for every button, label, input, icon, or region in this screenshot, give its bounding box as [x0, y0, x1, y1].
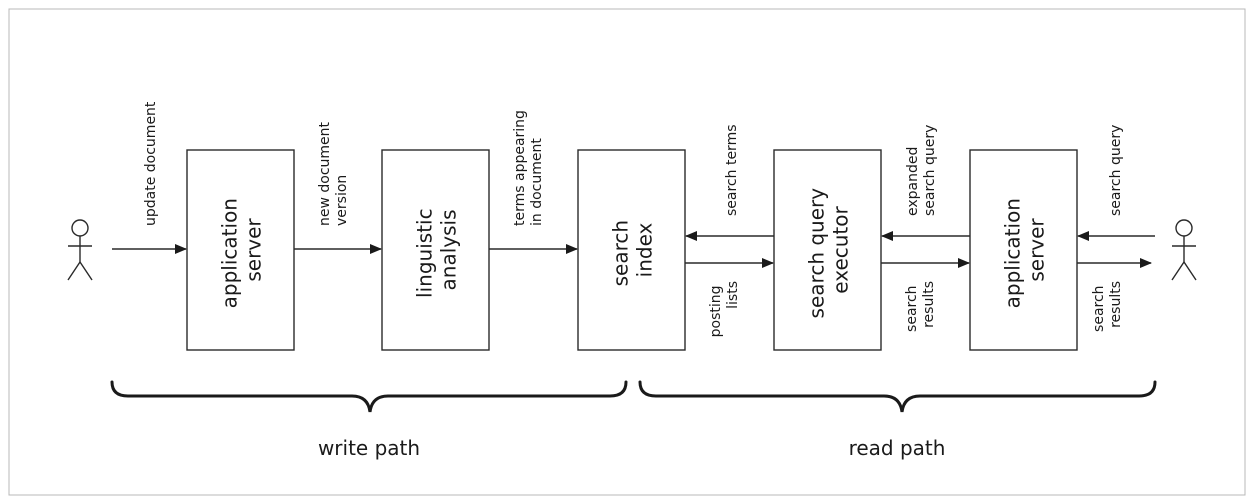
- search-query-executor-label: search query executor: [805, 182, 853, 319]
- search-query-executor-box: [773, 149, 882, 351]
- read-path-label: read path: [849, 436, 946, 460]
- search-index-box: [577, 149, 686, 351]
- new-document-version-label: new document version: [317, 118, 350, 226]
- application-server-right-label: application server: [1001, 192, 1049, 309]
- application-server-left-box: [186, 149, 295, 351]
- expanded-search-query-label: expanded search query: [905, 125, 938, 216]
- user-left-icon: [67, 219, 93, 281]
- read-path-brace: [638, 380, 1157, 413]
- search-terms-label: search terms: [724, 125, 740, 217]
- search-query-label: search query: [1108, 125, 1124, 216]
- linguistic-analysis-box: [381, 149, 490, 351]
- posting-lists-label: posting lists: [708, 281, 741, 337]
- write-path-label: write path: [318, 436, 420, 460]
- application-server-left-label: application server: [218, 192, 266, 309]
- search-results-right-label: search results: [1091, 281, 1124, 332]
- search-results-mid-label: search results: [904, 281, 937, 332]
- update-document-label: update document: [143, 101, 159, 226]
- terms-appearing-label: terms appearing in document: [512, 106, 545, 226]
- write-path-brace: [110, 380, 628, 413]
- user-right-icon: [1171, 219, 1197, 281]
- search-index-label: search index: [609, 214, 657, 287]
- linguistic-analysis-label: linguistic analysis: [413, 202, 461, 298]
- application-server-right-box: [969, 149, 1078, 351]
- diagram-frame: [8, 8, 1246, 496]
